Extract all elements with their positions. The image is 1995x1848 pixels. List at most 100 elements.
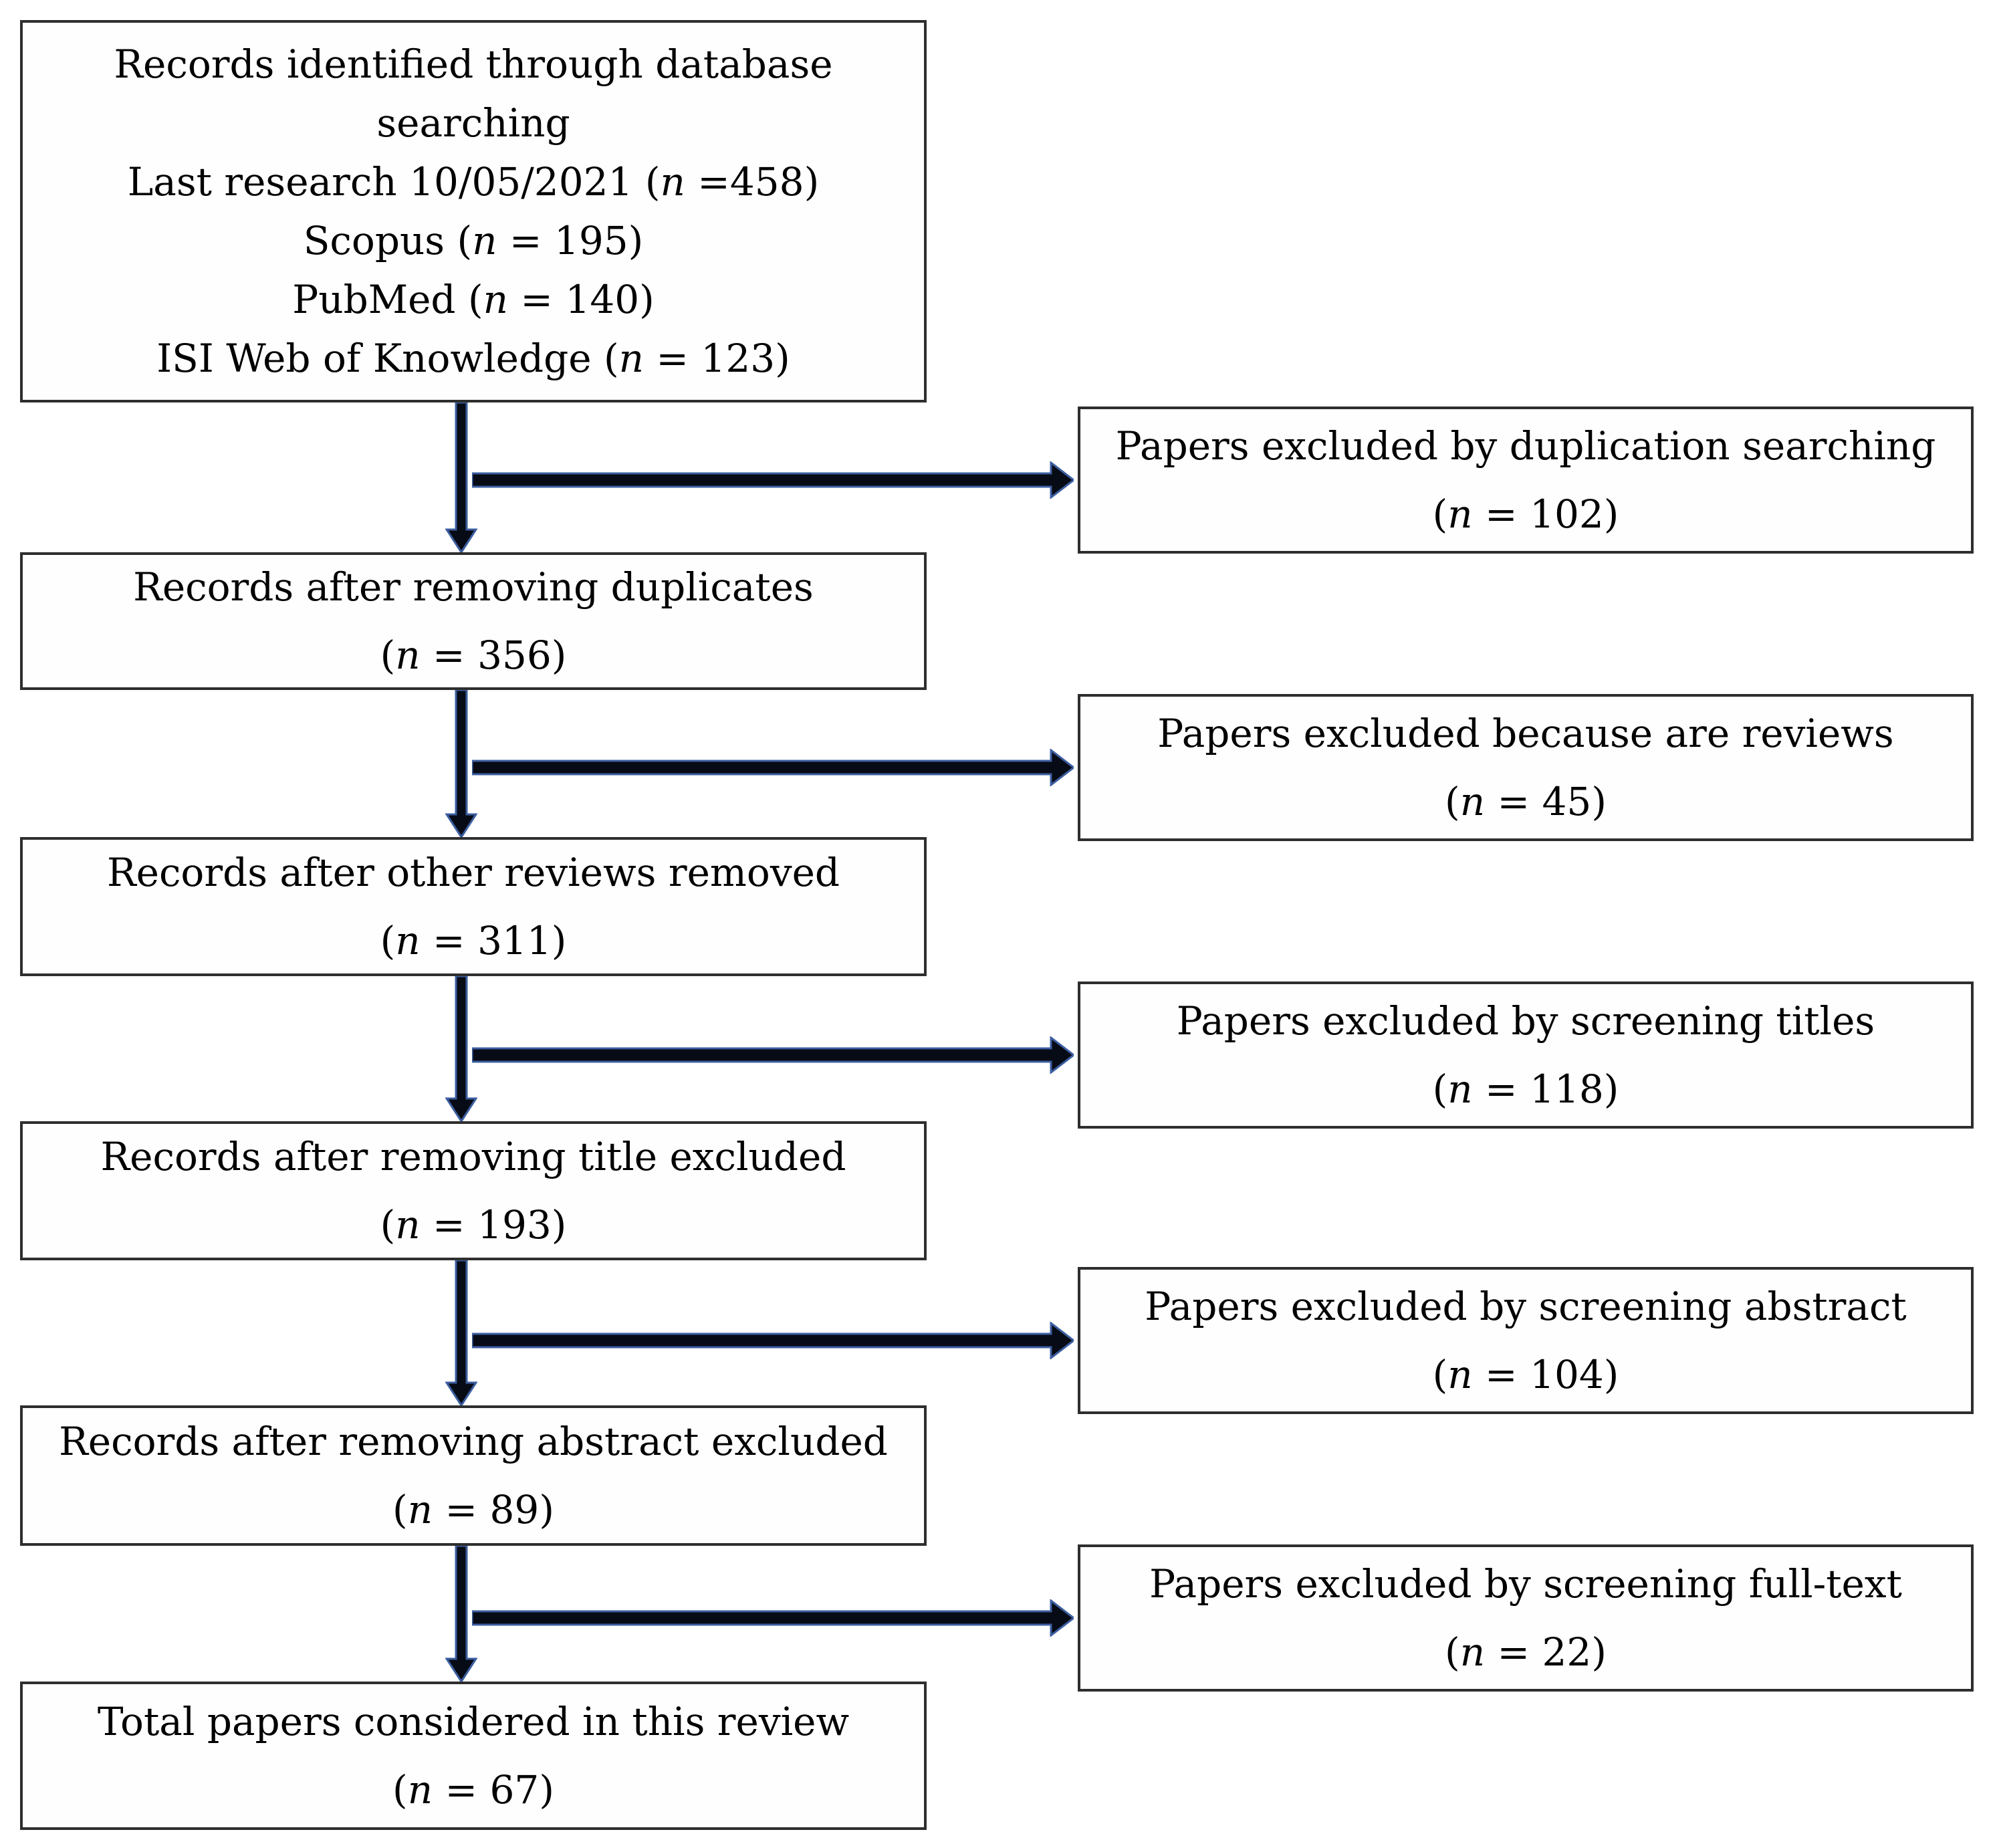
flow-box-after-title-screening: Records after removing title excluded (n …: [20, 1121, 927, 1260]
box-text-line: (n = 193): [380, 1191, 567, 1259]
box-text-line: (n = 311): [380, 907, 567, 975]
flow-box-excluded-reviews: Papers excluded because are reviews (n = …: [1078, 694, 1974, 841]
flow-box-excluded-abstracts: Papers excluded by screening abstract (n …: [1078, 1267, 1974, 1414]
box-text-segment: Records identified through database: [114, 41, 833, 87]
box-text-segment: Total papers considered in this review: [97, 1699, 850, 1744]
box-text-segment: =458): [685, 159, 820, 205]
box-text-segment: (: [1445, 779, 1460, 824]
box-text-line: Records after removing abstract excluded: [59, 1407, 888, 1476]
box-text-segment: Papers excluded by screening full-text: [1149, 1561, 1902, 1607]
box-text-segment: = 356): [420, 632, 567, 678]
box-text-segment: = 193): [420, 1202, 567, 1248]
flow-box-excluded-titles: Papers excluded by screening titles (n = …: [1078, 981, 1974, 1129]
box-text-line: Total papers considered in this review: [98, 1688, 849, 1756]
count-variable-n: n: [618, 336, 644, 381]
box-text-line: ISI Web of Knowledge (n = 123): [156, 329, 790, 388]
box-text-line: Records after removing title excluded: [101, 1123, 846, 1191]
box-text-segment: = 22): [1485, 1629, 1607, 1675]
box-text-segment: = 45): [1485, 779, 1607, 824]
count-variable-n: n: [1447, 491, 1473, 537]
box-text-segment: (: [1445, 1629, 1460, 1675]
right-arrow-2: [472, 749, 1074, 786]
flow-box-excluded-duplicates: Papers excluded by duplication searching…: [1078, 407, 1974, 554]
box-text-segment: = 89): [433, 1487, 554, 1532]
box-text-segment: Records after other reviews removed: [106, 850, 840, 895]
box-text-line: Records identified through database: [114, 35, 832, 94]
box-text-segment: = 102): [1472, 491, 1619, 537]
box-text-segment: = 123): [643, 336, 790, 381]
box-text-segment: (: [380, 918, 396, 963]
right-arrow-4: [472, 1322, 1074, 1359]
box-text-segment: (: [392, 1487, 408, 1532]
down-arrow-5: [445, 1546, 477, 1682]
box-text-line: Papers excluded by duplication searching: [1116, 412, 1936, 480]
box-text-segment: (: [392, 1767, 408, 1813]
box-text-line: (n = 89): [392, 1476, 554, 1544]
flow-box-excluded-fulltext: Papers excluded by screening full-text (n…: [1078, 1544, 1974, 1692]
box-text-segment: (: [1432, 1066, 1448, 1112]
count-variable-n: n: [395, 918, 421, 963]
box-text-line: searching: [376, 94, 570, 152]
box-text-line: Records after removing duplicates: [133, 553, 814, 621]
box-text-segment: ISI Web of Knowledge (: [156, 336, 619, 381]
box-text-line: Records after other reviews removed: [107, 838, 840, 907]
flow-box-total-included: Total papers considered in this review (n…: [20, 1682, 927, 1830]
count-variable-n: n: [407, 1767, 433, 1813]
count-variable-n: n: [395, 632, 421, 678]
box-text-line: (n = 67): [392, 1756, 554, 1824]
flow-box-after-abstract-screening: Records after removing abstract excluded…: [20, 1405, 927, 1546]
count-variable-n: n: [472, 218, 497, 263]
box-text-line: (n = 356): [380, 621, 567, 689]
box-text-segment: Records after removing title excluded: [100, 1134, 846, 1179]
right-arrow-3: [472, 1036, 1074, 1074]
box-text-line: (n = 118): [1433, 1055, 1619, 1123]
box-text-line: PubMed (n = 140): [292, 270, 655, 329]
down-arrow-2: [445, 690, 477, 837]
box-text-segment: = 140): [507, 277, 655, 322]
box-text-line: (n = 102): [1433, 480, 1619, 548]
box-text-segment: Papers excluded because are reviews: [1157, 711, 1894, 756]
box-text-segment: searching: [376, 100, 570, 146]
count-variable-n: n: [1459, 1629, 1486, 1675]
flow-box-after-reviews-removed: Records after other reviews removed (n = …: [20, 837, 927, 976]
box-text-segment: = 67): [433, 1767, 554, 1813]
box-text-line: Last research 10/05/2021 (n =458): [128, 152, 819, 211]
box-text-line: (n = 22): [1445, 1618, 1607, 1686]
box-text-segment: = 118): [1472, 1066, 1619, 1112]
box-text-segment: Scopus (: [303, 218, 473, 263]
box-text-segment: (: [380, 1202, 396, 1248]
box-text-line: Scopus (n = 195): [304, 211, 644, 270]
count-variable-n: n: [660, 159, 685, 205]
box-text-segment: (: [1432, 1352, 1448, 1397]
box-text-segment: = 104): [1472, 1352, 1619, 1397]
down-arrow-3: [445, 976, 477, 1121]
box-text-segment: = 195): [497, 218, 644, 263]
flow-box-after-duplicates-removed: Records after removing duplicates (n = 35…: [20, 552, 927, 690]
box-text-line: Papers excluded by screening full-text: [1149, 1550, 1902, 1618]
count-variable-n: n: [1447, 1352, 1473, 1397]
box-text-line: Papers excluded because are reviews: [1157, 699, 1893, 768]
box-text-segment: PubMed (: [292, 277, 483, 322]
count-variable-n: n: [1459, 779, 1486, 824]
right-arrow-5: [472, 1599, 1074, 1637]
box-text-segment: = 311): [420, 918, 567, 963]
box-text-line: (n = 45): [1445, 768, 1607, 836]
count-variable-n: n: [395, 1202, 421, 1248]
box-text-segment: (: [1432, 491, 1448, 537]
box-text-line: (n = 104): [1433, 1341, 1619, 1409]
count-variable-n: n: [407, 1487, 433, 1532]
down-arrow-1: [445, 402, 477, 552]
right-arrow-1: [472, 461, 1074, 499]
box-text-line: Papers excluded by screening titles: [1177, 987, 1875, 1055]
count-variable-n: n: [1447, 1066, 1473, 1112]
down-arrow-4: [445, 1260, 477, 1405]
count-variable-n: n: [483, 277, 508, 322]
box-text-segment: Last research 10/05/2021 (: [127, 159, 661, 205]
box-text-segment: Records after removing duplicates: [133, 564, 814, 610]
box-text-line: Papers excluded by screening abstract: [1145, 1272, 1906, 1341]
box-text-segment: Papers excluded by screening abstract: [1145, 1284, 1907, 1329]
flow-box-identification: Records identified through database searc…: [20, 20, 927, 402]
box-text-segment: Papers excluded by screening titles: [1176, 998, 1875, 1044]
box-text-segment: Papers excluded by duplication searching: [1115, 423, 1936, 469]
